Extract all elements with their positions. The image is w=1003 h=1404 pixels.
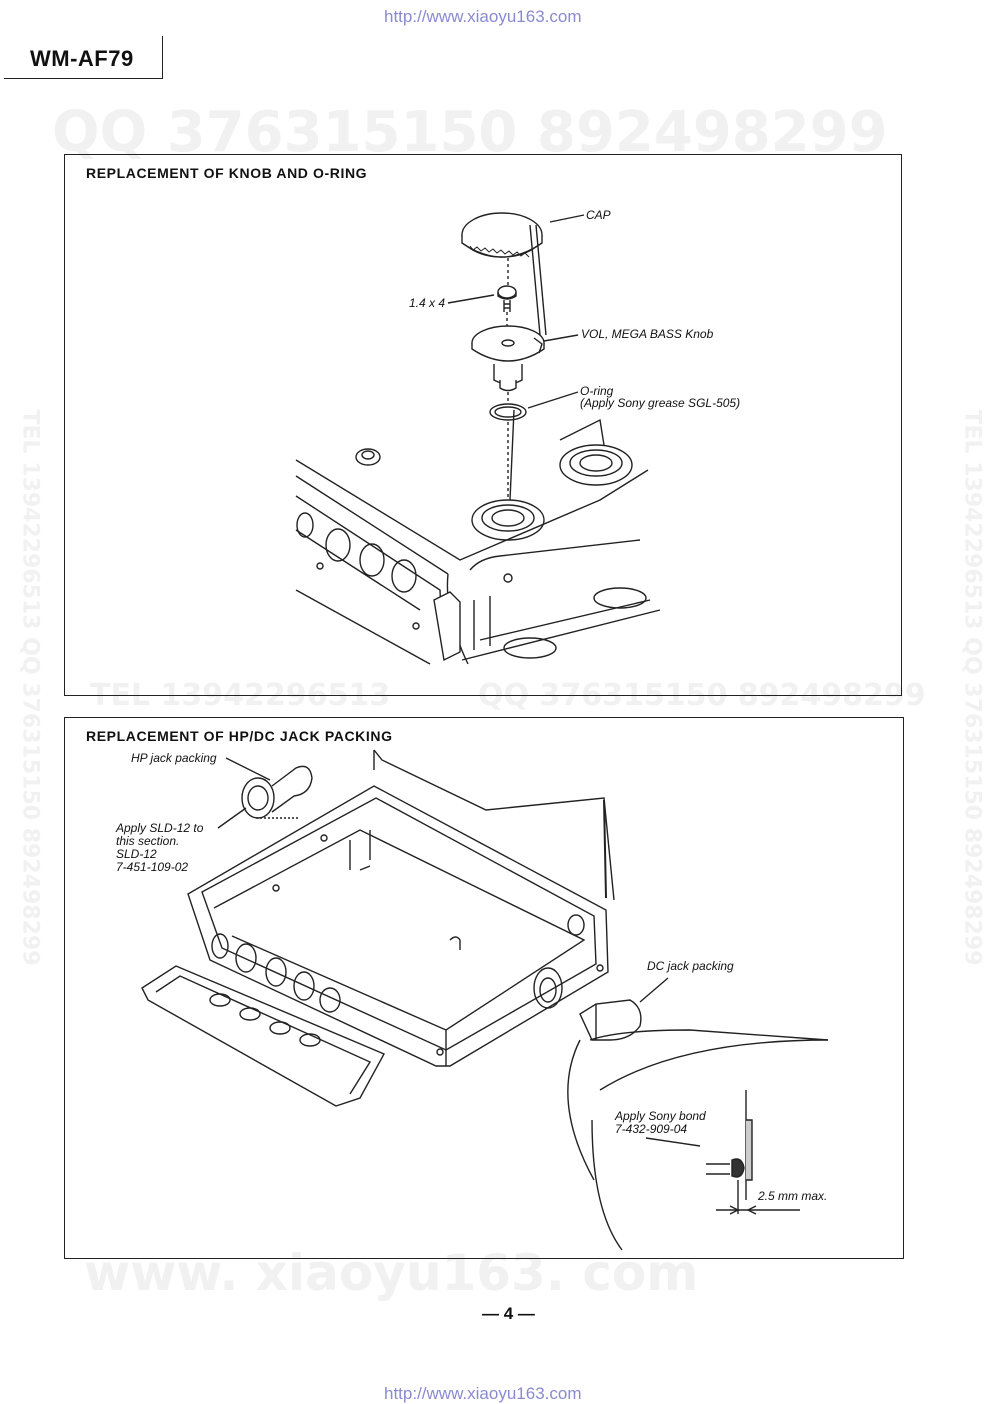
oring-note-label: (Apply Sony grease SGL-505) xyxy=(580,396,741,410)
model-box xyxy=(4,36,163,79)
top-url-link[interactable]: http://www.xiaoyu163.com xyxy=(384,7,582,26)
apply-sld-line3: SLD-12 xyxy=(116,847,157,861)
cap-label: CAP xyxy=(586,208,611,222)
watermark-site-bottom: www. xiaoyu163. com xyxy=(84,1244,699,1302)
apply-sld-line4: 7-451-109-02 xyxy=(116,860,189,874)
oring-label: O-ring xyxy=(580,384,614,398)
bottom-url-link[interactable]: http://www.xiaoyu163.com xyxy=(384,1384,582,1403)
bond-line2: 7-432-909-04 xyxy=(615,1122,688,1136)
apply-sld-line1: Apply SLD-12 to xyxy=(116,821,204,835)
jack-packing-section xyxy=(64,717,904,1259)
dimension-label: 2.5 mm max. xyxy=(758,1189,828,1203)
jack-section-title: REPLACEMENT OF HP/DC JACK PACKING xyxy=(86,728,393,744)
hp-packing-label: HP jack packing xyxy=(131,751,217,765)
page-number: — 4 — xyxy=(482,1304,535,1323)
model-title: WM-AF79 xyxy=(30,46,134,71)
screw-label: 1.4 x 4 xyxy=(409,296,446,310)
bond-line1: Apply Sony bond xyxy=(615,1109,706,1123)
knob-label: VOL, MEGA BASS Knob xyxy=(581,327,714,341)
dc-packing-label: DC jack packing xyxy=(647,959,734,973)
knob-oring-section xyxy=(64,154,902,696)
apply-sld-line2: this section. xyxy=(116,834,180,848)
knob-section-title: REPLACEMENT OF KNOB AND O-RING xyxy=(86,165,368,181)
